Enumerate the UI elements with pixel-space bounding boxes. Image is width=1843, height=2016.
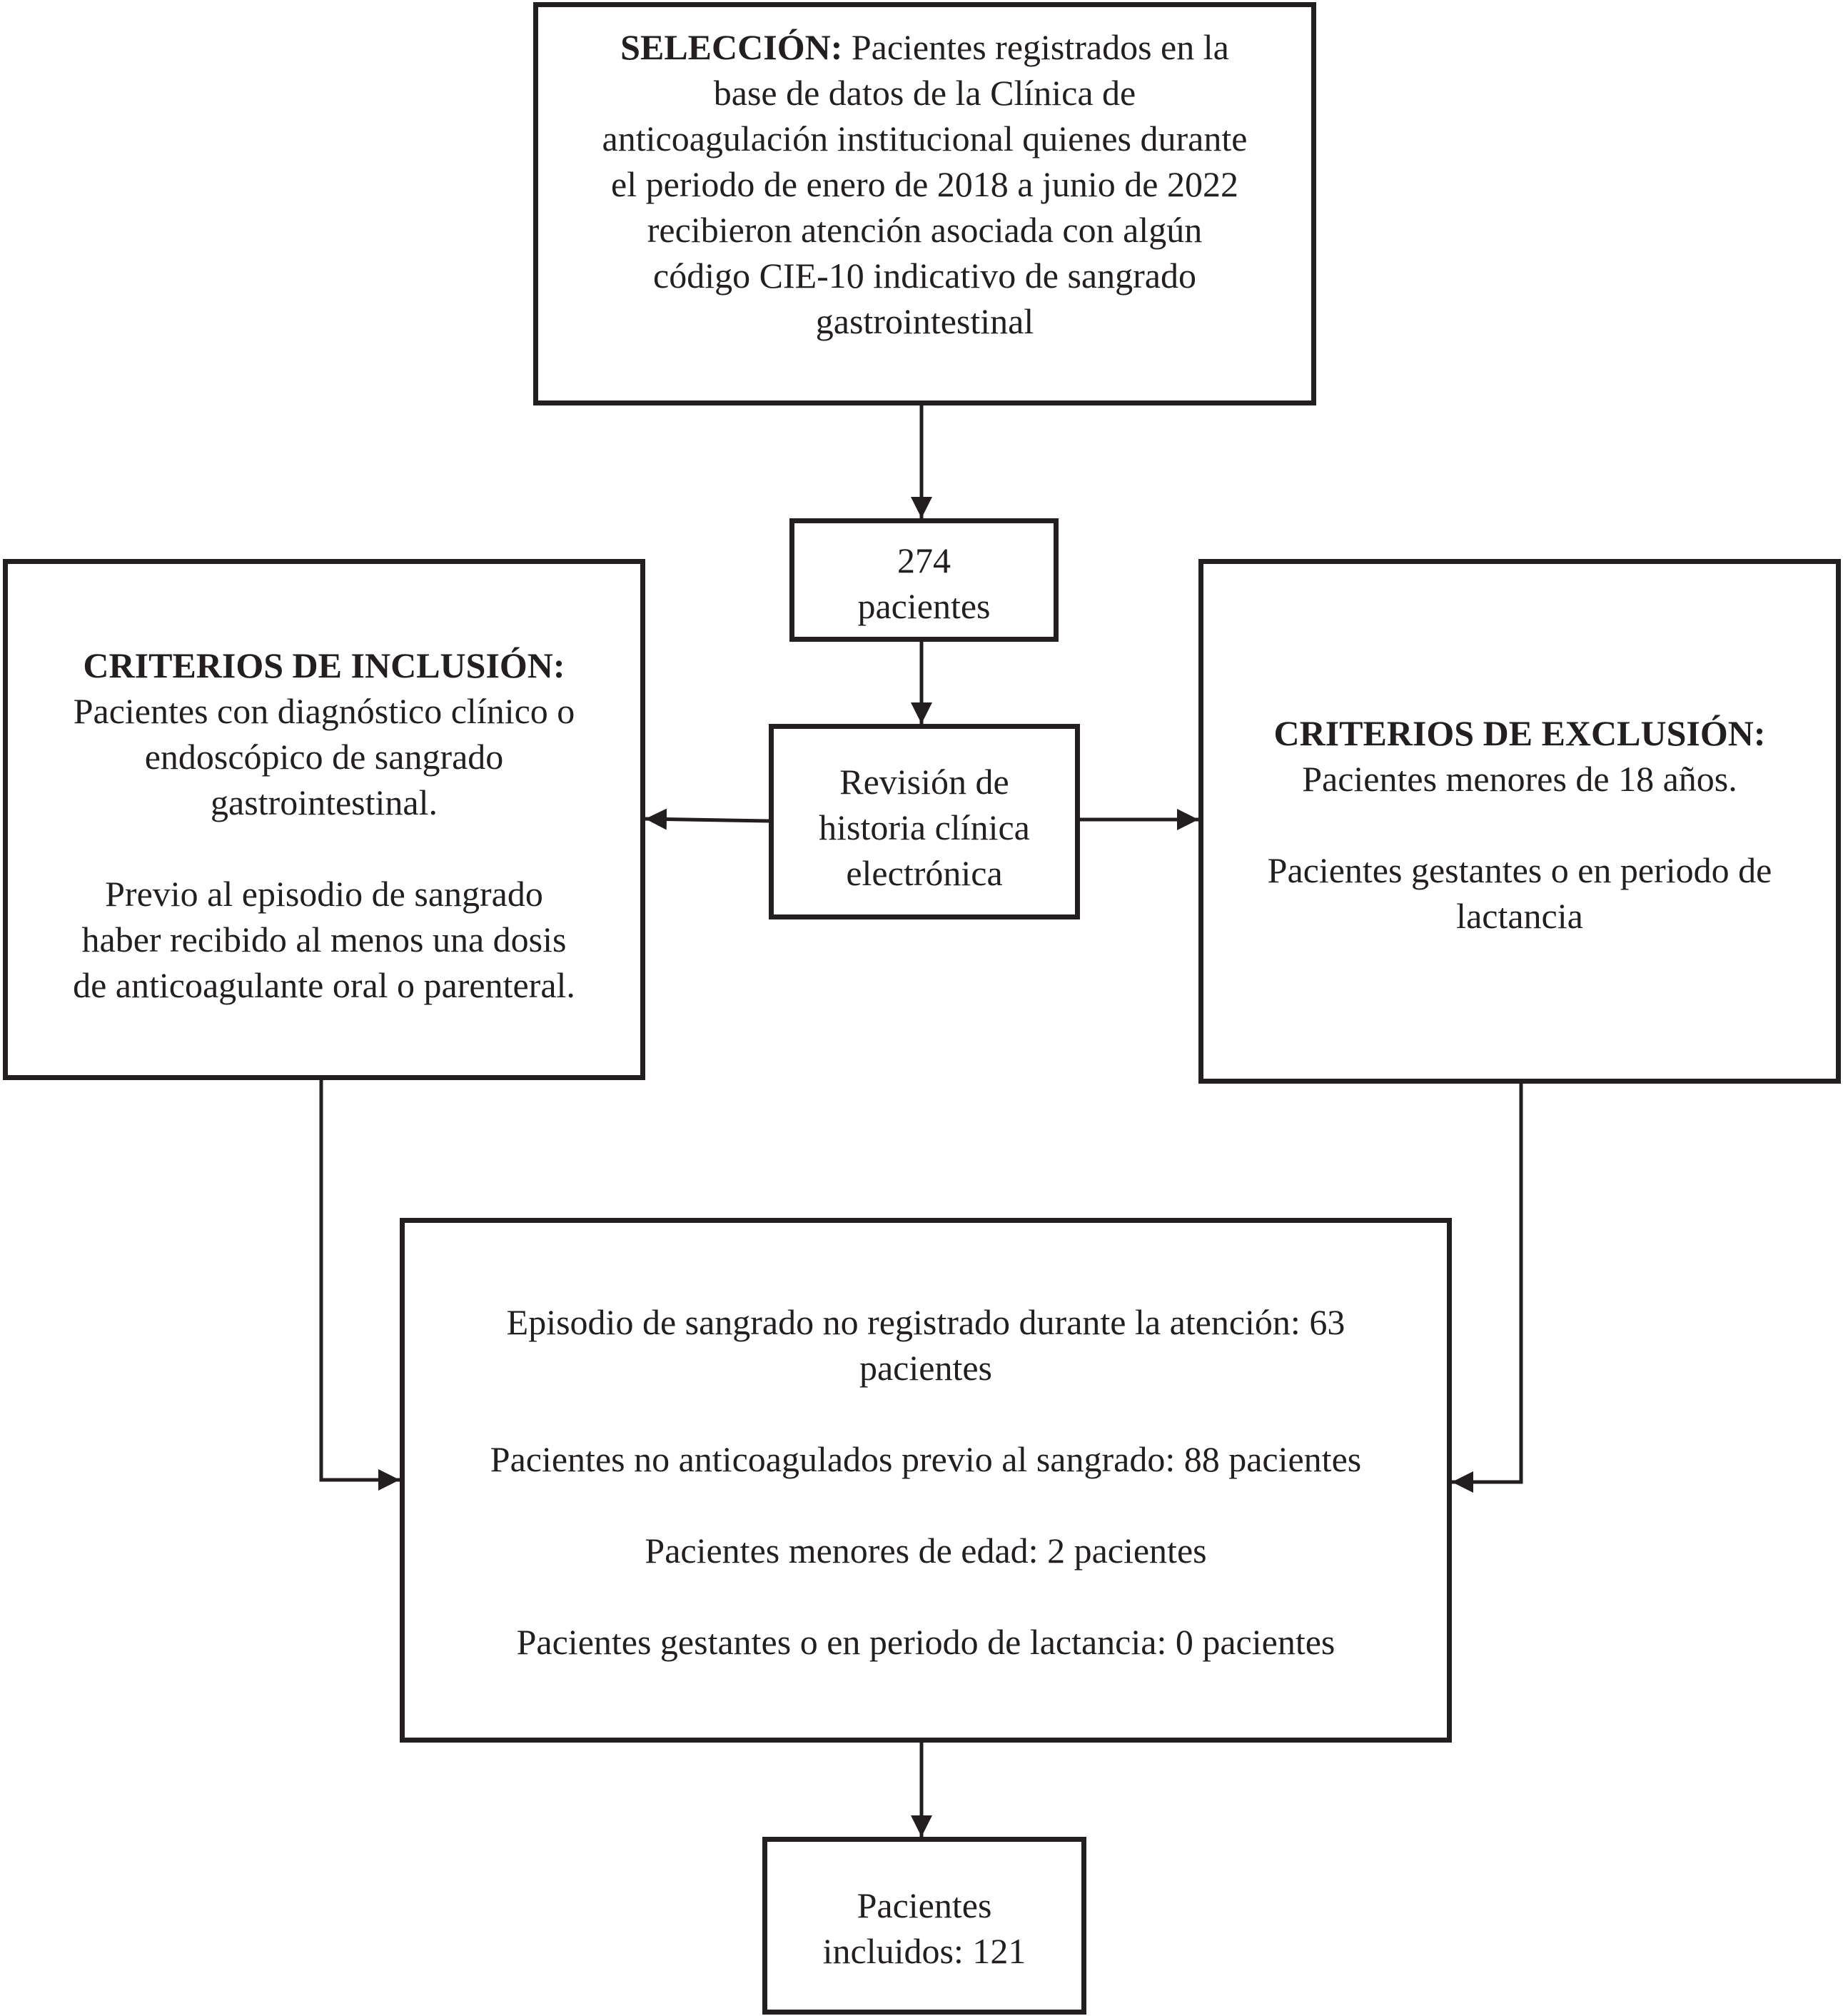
record-review-line-1: Revisión de — [839, 762, 1009, 802]
arrow-review-to-inclusion — [645, 808, 769, 830]
exclusion-heading: CRITERIOS DE EXCLUSIÓN: — [1273, 713, 1766, 753]
excluded-patients-box: Episodio de sangrado no registrado duran… — [400, 1218, 1452, 1743]
selection-line-7: gastrointestinal — [815, 301, 1034, 341]
inclusion-criterion-1-line-2: endoscópico de sangrado — [144, 737, 504, 777]
inclusion-criterion-2-line-1: Previo al episodio de sangrado — [105, 874, 543, 914]
inclusion-criterion-1-line-1: Pacientes con diagnóstico clínico o — [73, 691, 575, 731]
arrow-exclusion-to-excluded — [1452, 1084, 1523, 1493]
record-review-box: Revisión de historia clínica electrónica — [769, 724, 1080, 919]
patient-count-box: 274 pacientes — [789, 518, 1059, 642]
selection-text-1: Pacientes registrados en la — [851, 27, 1229, 67]
selection-line-2: base de datos de la Clínica de — [713, 73, 1136, 113]
record-review-line-3: electrónica — [846, 853, 1003, 893]
included-line-1: Pacientes — [857, 1885, 992, 1925]
included-line-2: incluidos: 121 — [822, 1931, 1026, 1971]
selection-line-6: código CIE-10 indicativo de sangrado — [653, 256, 1196, 296]
excluded-item-4: Pacientes gestantes o en periodo de lact… — [516, 1622, 1335, 1662]
inclusion-criterion-2-line-3: de anticoagulante oral o parenteral. — [73, 965, 575, 1005]
patient-count-line-2: pacientes — [857, 586, 991, 626]
excluded-item-1-line-1: Episodio de sangrado no registrado duran… — [506, 1302, 1345, 1342]
inclusion-criterion-2-line-2: haber recibido al menos una dosis — [81, 919, 567, 959]
included-patients-box: Pacientes incluidos: 121 — [762, 1837, 1086, 2015]
exclusion-criterion-2-line-1: Pacientes gestantes o en periodo de — [1267, 850, 1772, 890]
excluded-item-3: Pacientes menores de edad: 2 pacientes — [645, 1531, 1207, 1571]
selection-line-1: SELECCIÓN: Pacientes registrados en la — [620, 24, 1229, 70]
selection-heading: SELECCIÓN: — [620, 27, 843, 67]
exclusion-criteria-box: CRITERIOS DE EXCLUSIÓN: Pacientes menore… — [1198, 559, 1841, 1084]
inclusion-heading: CRITERIOS DE INCLUSIÓN: — [83, 645, 565, 685]
selection-line-5: recibieron atención asociada con algún — [647, 210, 1203, 250]
record-review-line-2: historia clínica — [819, 807, 1030, 847]
selection-line-4: el periodo de enero de 2018 a junio de 2… — [611, 164, 1238, 204]
exclusion-criterion-1-line-1: Pacientes menores de 18 años. — [1302, 759, 1737, 799]
selection-line-3: anticoagulación institucional quienes du… — [602, 119, 1248, 158]
selection-box: SELECCIÓN: Pacientes registrados en la b… — [533, 2, 1316, 405]
arrow-inclusion-to-excluded — [319, 1080, 400, 1491]
patient-count-line-1: 274 — [897, 540, 951, 580]
excluded-item-1-line-2: pacientes — [859, 1348, 992, 1388]
excluded-item-2: Pacientes no anticoagulados previo al sa… — [490, 1439, 1362, 1479]
exclusion-criterion-2-line-2: lactancia — [1456, 896, 1583, 936]
inclusion-criterion-1-line-3: gastrointestinal. — [211, 782, 438, 822]
inclusion-criteria-box: CRITERIOS DE INCLUSIÓN: Pacientes con di… — [3, 559, 645, 1080]
